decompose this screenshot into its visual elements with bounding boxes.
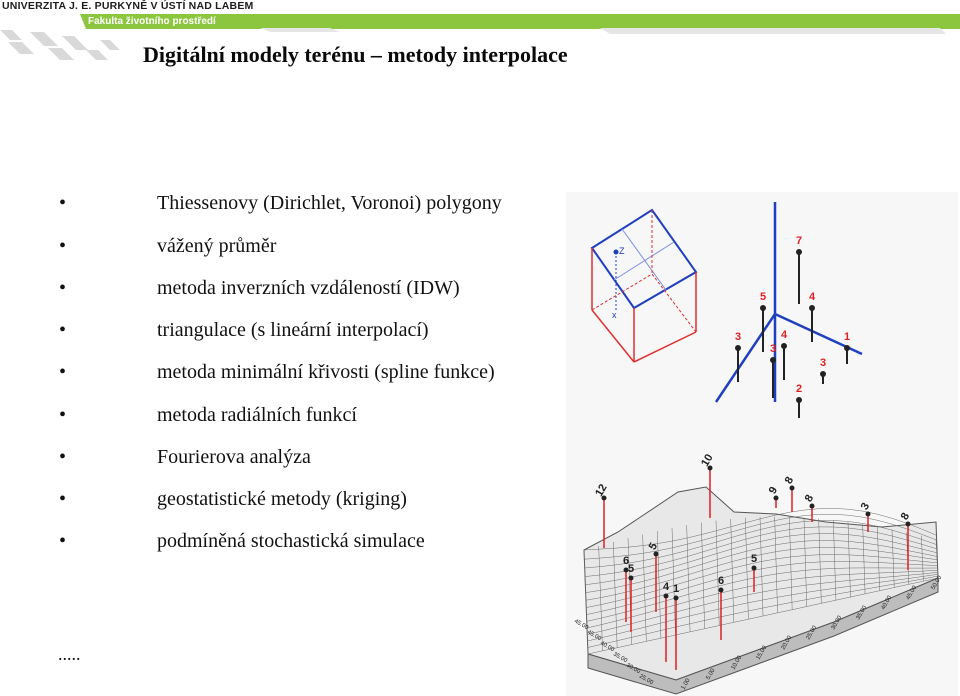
list-item: • Fourierova analýza	[59, 444, 562, 470]
cell-diagram: Z x	[590, 208, 698, 363]
surface-point-label: 4	[663, 581, 670, 593]
surface-point-label: 3	[859, 501, 872, 512]
sample-point	[809, 305, 815, 311]
surface-point-label: 5	[751, 553, 757, 565]
sample-point	[796, 397, 802, 403]
surface-diagram	[583, 486, 939, 695]
surface-point-label: 1	[673, 583, 679, 595]
list-item: • podmíněná stochastická simulace	[59, 528, 562, 554]
sample-point	[760, 305, 766, 311]
list-item-text: triangulace (s lineární interpolací)	[157, 319, 429, 341]
list-item: • triangulace (s lineární interpolací)	[59, 317, 562, 343]
bullet: •	[59, 404, 67, 426]
sample-point-label: 3	[820, 357, 826, 369]
bullet: •	[59, 446, 67, 468]
bullet: •	[59, 277, 67, 299]
surface-point	[653, 551, 659, 557]
sample-point	[735, 345, 741, 351]
axis-label-z: Z	[619, 246, 625, 256]
list-item: • vážený průměr	[59, 233, 562, 259]
bullet: •	[59, 530, 67, 552]
sample-point-label: 4	[781, 329, 788, 341]
list-item-text: metoda inverzních vzdáleností (IDW)	[157, 277, 460, 299]
surface-point	[623, 567, 629, 573]
sample-point-label: 5	[760, 291, 766, 303]
faculty-name: Fakulta životního prostředí	[88, 16, 216, 27]
ellipsis: .....	[58, 644, 81, 664]
surface-point-label: 8	[783, 475, 796, 486]
sample-point-label: 3	[770, 343, 776, 355]
surface-point	[809, 503, 815, 509]
list-item-text: Thiessenovy (Dirichlet, Voronoi) polygon…	[157, 192, 502, 214]
surface-point	[628, 575, 634, 581]
list-item: • metoda inverzních vzdáleností (IDW)	[59, 275, 562, 301]
decorative-stripes	[0, 28, 946, 60]
surface-point	[601, 495, 607, 501]
sample-point	[781, 343, 787, 349]
list-item: • Thiessenovy (Dirichlet, Voronoi) polyg…	[59, 190, 562, 216]
bullet: •	[59, 192, 67, 214]
sample-point-label: 2	[796, 383, 802, 395]
sample-point	[770, 357, 776, 363]
x-tick-label: 5.00	[706, 667, 717, 681]
surface-point	[789, 485, 795, 491]
list-item-text: metoda minimální křivosti (spline funkce…	[157, 361, 495, 383]
list-item-text: geostatistické metody (kriging)	[157, 488, 407, 510]
surface-point-label: 5	[647, 541, 660, 552]
sample-point	[796, 249, 802, 255]
sample-point	[844, 345, 850, 351]
faculty-strip	[80, 14, 960, 29]
surface-point	[673, 595, 679, 601]
bullet: •	[59, 319, 67, 341]
surface-point	[718, 587, 724, 593]
surface-point	[663, 593, 669, 599]
surface-point-label: 12	[593, 482, 610, 499]
surface-point-label: 5	[628, 563, 634, 575]
surface-point	[865, 511, 871, 517]
bullet: •	[59, 235, 67, 257]
list-item-text: Fourierova analýza	[157, 446, 311, 468]
list-item: • geostatistické metody (kriging)	[59, 486, 562, 512]
page-title: Digitální modely terénu – metody interpo…	[143, 42, 568, 67]
sample-point-label: 4	[809, 291, 816, 303]
sample-point-label: 7	[796, 235, 802, 247]
bullet: •	[59, 361, 67, 383]
surface-point-label: 6	[718, 575, 724, 587]
surface-point-label: 8	[803, 493, 816, 504]
list-item: • metoda minimální křivosti (spline funk…	[59, 359, 562, 385]
surface-point	[905, 521, 911, 527]
list-item-text: metoda radiálních funkcí	[157, 404, 357, 426]
surface-point	[707, 465, 713, 471]
sample-point	[820, 371, 826, 377]
surface-point	[751, 565, 757, 571]
methods-list: • Thiessenovy (Dirichlet, Voronoi) polyg…	[59, 190, 562, 554]
bullet: •	[59, 488, 67, 510]
list-item-text: vážený průměr	[157, 235, 277, 257]
surface-point-label: 6	[623, 555, 629, 567]
axis-label-x: x	[612, 310, 617, 320]
surface-point	[773, 495, 779, 501]
surface-point-label: 9	[767, 485, 780, 496]
list-item-text: podmíněná stochastická simulace	[157, 530, 425, 552]
header-bar: UNIVERZITA J. E. PURKYNĚ V ÚSTÍ NAD LABE…	[0, 0, 960, 30]
list-item: • metoda radiálních funkcí	[59, 402, 562, 428]
surface-point-label: 8	[899, 511, 912, 522]
sample-point-label: 3	[735, 331, 741, 343]
x-tick-label: 1.00	[681, 677, 692, 691]
sample-point-label: 1	[844, 331, 850, 343]
university-name: UNIVERZITA J. E. PURKYNĚ V ÚSTÍ NAD LABE…	[2, 0, 254, 12]
surface-point-label: 10	[699, 452, 716, 469]
